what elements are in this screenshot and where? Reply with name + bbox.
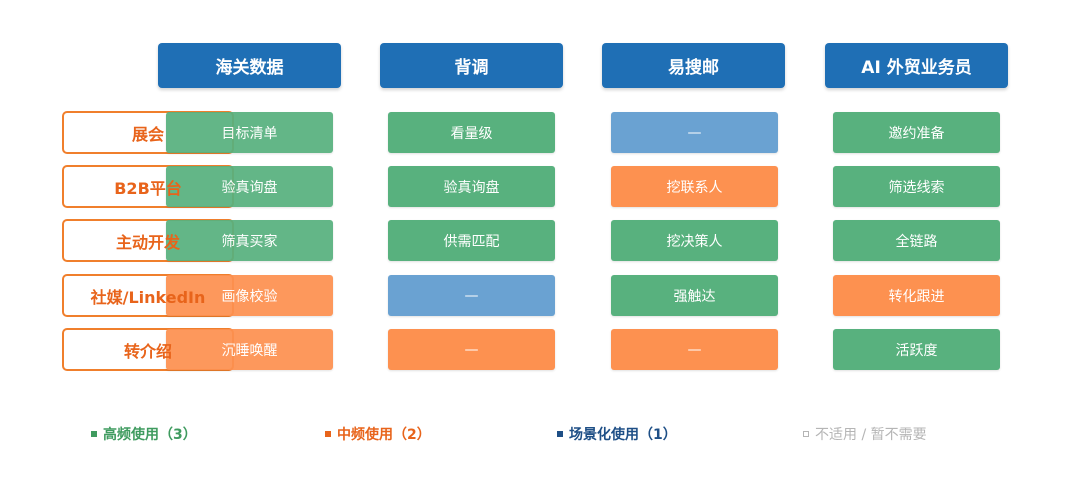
matrix-cell: 沉睡唤醒 — [166, 329, 333, 370]
matrix-cell: 筛真买家 — [166, 220, 333, 261]
matrix-cell: 转化跟进 — [833, 275, 1000, 316]
matrix-cell: — — [388, 275, 555, 316]
matrix-cell: 画像校验 — [166, 275, 333, 316]
legend-high-frequency: 高频使用（3） — [91, 424, 197, 444]
matrix-cell: 目标清单 — [166, 112, 333, 153]
matrix-cell: — — [388, 329, 555, 370]
matrix-cell: 活跃度 — [833, 329, 1000, 370]
legend-scenario-use: 场景化使用（1） — [557, 424, 677, 444]
matrix-cell: 全链路 — [833, 220, 1000, 261]
legend-label: 高频使用（3） — [103, 427, 197, 443]
matrix-cell: — — [611, 112, 778, 153]
row-label-active-outreach: 主动开发 — [115, 232, 180, 252]
matrix-cell: 挖决策人 — [611, 220, 778, 261]
matrix-cell: 邀约准备 — [833, 112, 1000, 153]
legend-square-icon — [557, 431, 563, 437]
matrix-cell: 看量级 — [388, 112, 555, 153]
row-label-social-linkedin: 社媒/LinkedIn — [90, 287, 206, 307]
matrix-cell: 验真询盘 — [388, 166, 555, 207]
legend-square-icon — [325, 431, 331, 437]
matrix-cell: 供需匹配 — [388, 220, 555, 261]
row-label-b2b-platform: B2B平台 — [114, 178, 182, 198]
matrix-cell: 验真询盘 — [166, 166, 333, 207]
legend-label: 场景化使用（1） — [569, 427, 677, 443]
row-label-exhibition: 展会 — [131, 124, 164, 144]
column-header-background-check: 背调 — [380, 43, 563, 88]
legend-square-outline-icon — [803, 431, 809, 437]
column-header-ai-sales-agent: AI 外贸业务员 — [825, 43, 1008, 88]
column-header-yisouyou: 易搜邮 — [602, 43, 785, 88]
legend-mid-frequency: 中频使用（2） — [325, 424, 431, 444]
matrix-cell: 筛选线索 — [833, 166, 1000, 207]
legend-square-icon — [91, 431, 97, 437]
column-header-customs-data: 海关数据 — [158, 43, 341, 88]
matrix-cell: 强触达 — [611, 275, 778, 316]
legend-label: 中频使用（2） — [337, 427, 431, 443]
matrix-cell: — — [611, 329, 778, 370]
legend-not-applicable: 不适用 / 暂不需要 — [803, 424, 927, 444]
legend-label: 不适用 / 暂不需要 — [815, 427, 927, 443]
matrix-cell: 挖联系人 — [611, 166, 778, 207]
row-label-referral: 转介绍 — [123, 341, 172, 361]
